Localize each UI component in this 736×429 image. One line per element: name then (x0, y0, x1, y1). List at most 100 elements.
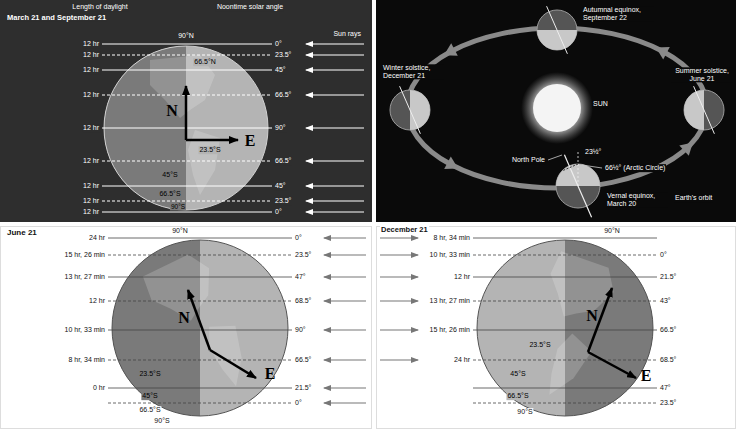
solar-angle: 68.5° (659, 356, 677, 364)
solar-angle-holder: 90° (294, 326, 307, 334)
latitude-line (108, 255, 292, 256)
latitude-line (473, 403, 657, 404)
orbit-label: 23½° (584, 148, 602, 156)
panel-title: June 21 (6, 229, 38, 238)
solar-angle: 23.5° (274, 51, 292, 59)
direction-letter: N (177, 309, 191, 327)
sun-ray-arrow (306, 69, 364, 70)
globe-outline (477, 240, 653, 416)
daylight-length: 15 hr, 26 min (429, 326, 471, 334)
daylight-length: 0 hr (92, 384, 106, 392)
daylight-length-holder: 12 hr (82, 197, 100, 205)
solar-angle-holder: 21.5° (659, 273, 677, 281)
continent (203, 318, 255, 390)
latitude-line (473, 255, 657, 256)
orbit-label: 66½° (Arctic Circle) (604, 164, 666, 172)
daylight-length: 24 hr (453, 356, 471, 364)
vertical-reference (578, 150, 579, 186)
sun-ray-arrow (380, 359, 418, 360)
direction-letter-holder: N (177, 309, 191, 327)
latitude-line (102, 44, 272, 45)
east-arrow (186, 139, 238, 142)
east-arrow (210, 350, 256, 378)
sun-ray-arrow (324, 237, 366, 238)
latitude-label-holder: 90°N (603, 227, 621, 235)
daylight-length-holder: 10 hr, 33 min (429, 251, 471, 259)
orbit-label-holder: North Pole (511, 156, 546, 164)
orbit-label: Vernal equinox, March 20 (606, 192, 668, 207)
daylight-length: 12 hr (82, 182, 100, 190)
daylight-length-holder: 12 hr (82, 51, 100, 59)
continent (537, 247, 623, 332)
earth-axis (547, 6, 568, 54)
solar-angle: 0° (294, 234, 303, 242)
daylight-length-holder: 13 hr, 27 min (64, 273, 106, 281)
solar-angle-holder: 90° (274, 124, 287, 132)
daylight-length-holder: 12 hr (453, 273, 471, 281)
latitude-label: 90°S (153, 417, 170, 425)
daylight-length: 12 hr (82, 66, 100, 74)
daylight-length-holder: 8 hr, 34 min (432, 234, 471, 242)
daylight-length-holder: 12 hr (82, 208, 100, 216)
sun-rays-label-holder: Sun rays (332, 30, 362, 38)
orbit-arrowhead (679, 143, 693, 156)
latitude-line (102, 70, 272, 71)
solar-angle-holder: 23.5° (274, 51, 292, 59)
daylight-length: 8 hr, 34 min (432, 234, 471, 242)
orbit-label-holder: 66½° (Arctic Circle) (604, 164, 666, 172)
daylight-length: 12 hr (82, 91, 100, 99)
arctic-circle (562, 164, 578, 171)
solar-angle-holder: 66.5° (659, 326, 677, 334)
leader-line (582, 165, 602, 168)
orbit-label: Autumnal equinox, September 22 (582, 6, 654, 21)
latitude-label-holder: 90°S (170, 203, 186, 210)
latitude-line (108, 277, 292, 278)
solar-angle-holder: 0° (274, 40, 283, 48)
solar-angle: 21.5° (294, 384, 312, 392)
direction-letter-holder: N (165, 102, 179, 120)
solar-angle: 0° (274, 208, 283, 216)
solar-angle-holder: 0° (659, 251, 668, 259)
solar-angle: 23.5° (659, 399, 677, 407)
daylight-length-holder: 10 hr, 33 min (64, 326, 106, 334)
latitude-label-holder: 45°S (141, 392, 158, 400)
direction-letter: N (165, 102, 179, 120)
solar-angle-holder: 45° (274, 66, 287, 74)
orbit-label: Winter solstice, December 21 (382, 64, 444, 79)
latitude-label: 23.5°S (198, 146, 221, 154)
earth-day-side (684, 90, 704, 130)
latitude-label: 90°N (171, 227, 189, 235)
sun-ray-arrow (324, 402, 366, 403)
daylight-length: 12 hr (88, 297, 106, 305)
latitude-line (108, 388, 292, 389)
daylight-length: 10 hr, 33 min (429, 251, 471, 259)
leader-line (548, 155, 562, 160)
daylight-length-holder: 24 hr (88, 234, 106, 242)
solar-angle: 68.5° (294, 297, 312, 305)
solar-angle: 0° (659, 251, 668, 259)
solar-angle: 43° (659, 297, 672, 305)
orbit-arrowhead (656, 47, 670, 59)
solar-angle: 23.5° (274, 197, 292, 205)
solar-angle: 47° (294, 273, 307, 281)
daylight-length-holder: 12 hr (82, 124, 100, 132)
sun-ray-arrow (324, 387, 366, 388)
latitude-line (473, 388, 657, 389)
latitude-line (473, 238, 657, 239)
latitude-line (108, 301, 292, 302)
sun-ray-arrow (306, 43, 364, 44)
solar-angle: 90° (294, 326, 307, 334)
latitude-label: 45°S (509, 370, 526, 378)
sun-ray-arrow (306, 94, 364, 95)
latitude-label: 45°S (161, 171, 178, 179)
daylight-length: 12 hr (82, 51, 100, 59)
sun-ray-arrow (306, 127, 364, 128)
solar-angle: 21.5° (659, 273, 677, 281)
direction-letter-holder: E (264, 365, 277, 383)
orbit-path (407, 28, 707, 188)
daylight-length-holder: 13 hr, 27 min (429, 297, 471, 305)
panel-ground (0, 0, 372, 222)
daylight-length: 12 hr (82, 157, 100, 165)
